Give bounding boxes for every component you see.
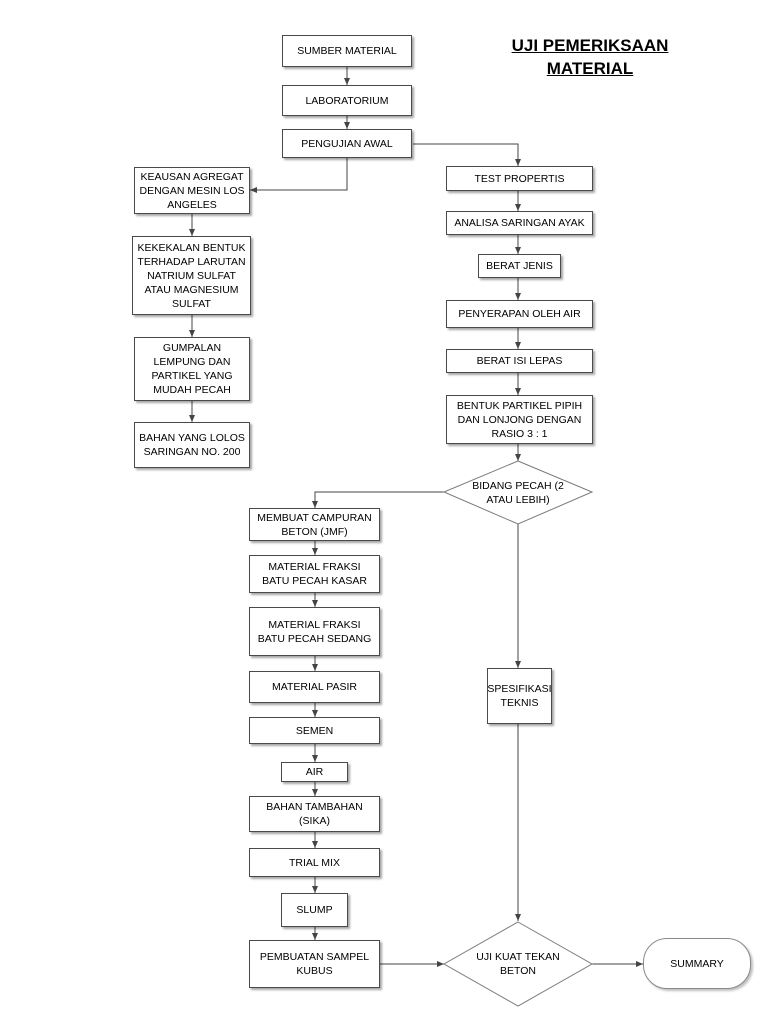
- edge-bidang-campuran: [312, 491, 446, 508]
- node-bentuk-partikel: BENTUK PARTIKEL PIPIH DAN LONJONG DENGAN…: [446, 395, 593, 444]
- decision-shape-kuat: [442, 921, 594, 1007]
- node-spesifikasi-teknis: SPESIFIKASI TEKNIS: [487, 668, 552, 724]
- node-slump: SLUMP: [281, 893, 348, 927]
- node-air: AIR: [281, 762, 348, 782]
- node-berat-jenis: BERAT JENIS: [478, 254, 561, 278]
- node-trial-mix: TRIAL MIX: [249, 848, 380, 877]
- edge-awal-test: [413, 143, 521, 166]
- node-bidang-pecah: BIDANG PECAH (2 ATAU LEBIH): [472, 479, 564, 506]
- node-uji-kuat-tekan: UJI KUAT TEKAN BETON: [476, 951, 560, 977]
- node-penyerapan-air: PENYERAPAN OLEH AIR: [446, 300, 593, 328]
- node-bahan-tambahan: BAHAN TAMBAHAN (SIKA): [249, 796, 380, 832]
- node-fraksi-sedang: MATERIAL FRAKSI BATU PECAH SEDANG: [249, 607, 380, 656]
- node-sumber-material: SUMBER MATERIAL: [282, 35, 412, 67]
- decision-shape-bidang: [442, 460, 594, 525]
- node-bahan-lolos: BAHAN YANG LOLOS SARINGAN NO. 200: [134, 422, 250, 468]
- node-semen: SEMEN: [249, 717, 380, 744]
- page-title: UJI PEMERIKSAAN MATERIAL: [490, 34, 690, 80]
- node-kekekalan-bentuk: KEKEKALAN BENTUK TERHADAP LARUTAN NATRIU…: [132, 236, 251, 315]
- node-fraksi-kasar: MATERIAL FRAKSI BATU PECAH KASAR: [249, 555, 380, 593]
- node-berat-isi-lepas: BERAT ISI LEPAS: [446, 349, 593, 373]
- node-keausan-agregat: KEAUSAN AGREGAT DENGAN MESIN LOS ANGELES: [134, 167, 250, 214]
- node-laboratorium: LABORATORIUM: [282, 85, 412, 116]
- node-pengujian-awal: PENGUJIAN AWAL: [282, 129, 412, 158]
- node-gumpalan-lempung: GUMPALAN LEMPUNG DAN PARTIKEL YANG MUDAH…: [134, 337, 250, 401]
- node-test-propertis: TEST PROPERTIS: [446, 166, 593, 191]
- page-title-line1: UJI PEMERIKSAAN: [511, 36, 669, 55]
- node-summary: SUMMARY: [643, 938, 751, 989]
- node-material-pasir: MATERIAL PASIR: [249, 671, 380, 703]
- page-title-line2: MATERIAL: [546, 59, 634, 78]
- node-membuat-campuran: MEMBUAT CAMPURAN BETON (JMF): [249, 508, 380, 541]
- node-analisa-saringan: ANALISA SARINGAN AYAK: [446, 211, 593, 235]
- node-pembuatan-sampel: PEMBUATAN SAMPEL KUBUS: [249, 940, 380, 988]
- edge-awal-keausan: [250, 158, 348, 193]
